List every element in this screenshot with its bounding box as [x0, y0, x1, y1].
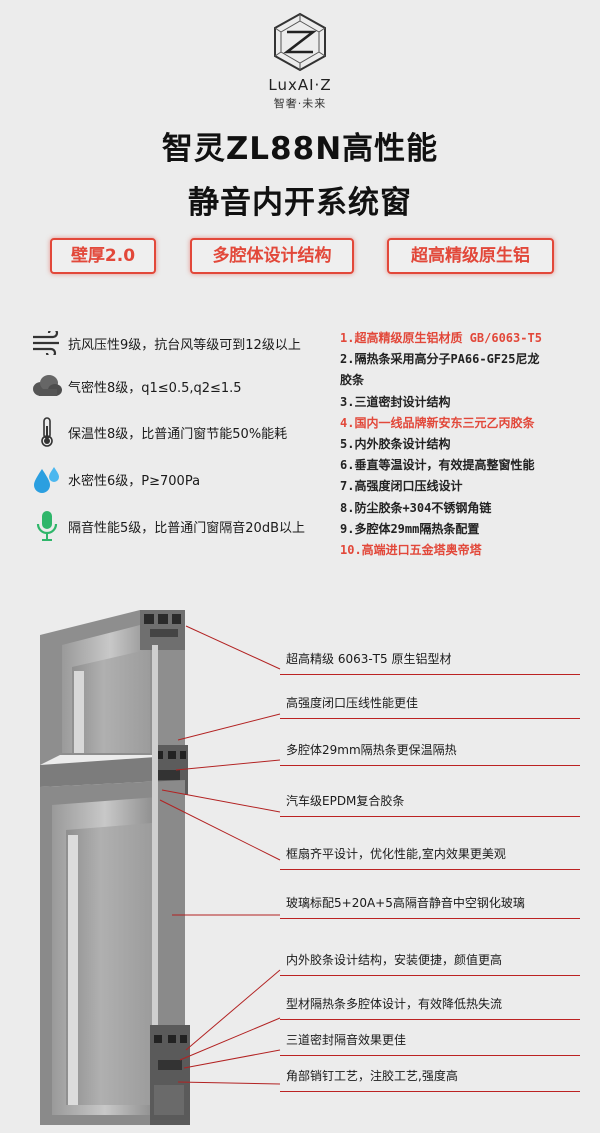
spec-item: 4.国内一线品牌新安东三元乙丙胶条: [340, 415, 535, 430]
feature-air-text: 气密性8级，q1≤0.5,q2≤1.5: [68, 380, 242, 396]
callout-flush-design: 框扇齐平设计，优化性能,室内效果更美观: [280, 845, 580, 870]
tag-aluminum: 超高精级原生铝: [387, 238, 554, 274]
spec-item: 10.高端进口五金塔奥帝塔: [340, 543, 482, 558]
water-drop-icon: [30, 463, 64, 495]
brand-logo: LuxAI·Z 智奢·未来: [0, 12, 600, 111]
thermometer-icon: [30, 416, 64, 448]
callout-multi-cavity: 型材隔热条多腔体设计，有效降低热失流: [280, 995, 580, 1020]
callout-glass: 玻璃标配5+20A+5高隔音静音中空钢化玻璃: [280, 894, 580, 919]
wind-icon: [30, 327, 64, 359]
feature-wind: 抗风压性9级，抗台风等级可到12级以上: [30, 327, 301, 359]
tag-wall-thickness: 壁厚2.0: [50, 238, 156, 274]
hexagon-z-logo-icon: [274, 12, 326, 72]
feature-insulation-text: 保温性8级，比普通门窗节能50%能耗: [68, 426, 288, 442]
feature-air: 气密性8级，q1≤0.5,q2≤1.5: [30, 370, 242, 402]
callout-thermal-strip: 多腔体29mm隔热条更保温隔热: [280, 741, 580, 766]
tag-multi-cavity: 多腔体设计结构: [190, 238, 354, 274]
spec-list: 1.超高精级原生铝材质 GB/6063-T5 2.隔热条采用高分子PA66-GF…: [340, 328, 600, 561]
callout-aluminum: 超高精级 6063-T5 原生铝型材: [280, 650, 580, 675]
microphone-icon: [30, 510, 64, 542]
callout-triple-seal: 三道密封隔音效果更佳: [280, 1031, 580, 1056]
spec-item: 5.内外胶条设计结构: [340, 437, 451, 452]
callout-corner-pin: 角部销钉工艺，注胶工艺,强度高: [280, 1067, 580, 1092]
feature-sound: 隔音性能5级，比普通门窗隔音20dB以上: [30, 510, 305, 542]
feature-sound-text: 隔音性能5级，比普通门窗隔音20dB以上: [68, 520, 305, 536]
spec-item: 9.多腔体29mm隔热条配置: [340, 521, 480, 536]
callout-press-line: 高强度闭口压线性能更佳: [280, 694, 580, 719]
callout-seal-strip: 内外胶条设计结构，安装便捷，颜值更高: [280, 951, 580, 976]
spec-item: 3.三道密封设计结构: [340, 394, 451, 409]
brand-tagline: 智奢·未来: [273, 97, 327, 110]
feature-wind-text: 抗风压性9级，抗台风等级可到12级以上: [68, 337, 301, 353]
spec-item: 6.垂直等温设计，有效提高整窗性能: [340, 458, 535, 473]
page-title: 智灵ZL88N高性能: [161, 131, 439, 167]
callout-epdm: 汽车级EPDM复合胶条: [280, 792, 580, 817]
cloud-icon: [30, 370, 64, 402]
spec-item: 7.高强度闭口压线设计: [340, 479, 463, 494]
brand-name: LuxAI·Z: [268, 76, 332, 94]
spec-item: 2.隔热条采用高分子PA66-GF25尼龙: [340, 352, 540, 367]
page-subtitle: 静音内开系统窗: [188, 185, 412, 221]
spec-item: 1.超高精级原生铝材质 GB/6063-T5: [340, 331, 542, 345]
feature-water: 水密性6级，P≥700Pa: [30, 463, 200, 495]
window-profile-illustration: [40, 610, 190, 1125]
spec-item: 8.防尘胶条+304不锈钢角链: [340, 500, 492, 515]
feature-insulation: 保温性8级，比普通门窗节能50%能耗: [30, 416, 287, 448]
spec-item: 胶条: [340, 373, 365, 388]
feature-water-text: 水密性6级，P≥700Pa: [68, 473, 201, 489]
